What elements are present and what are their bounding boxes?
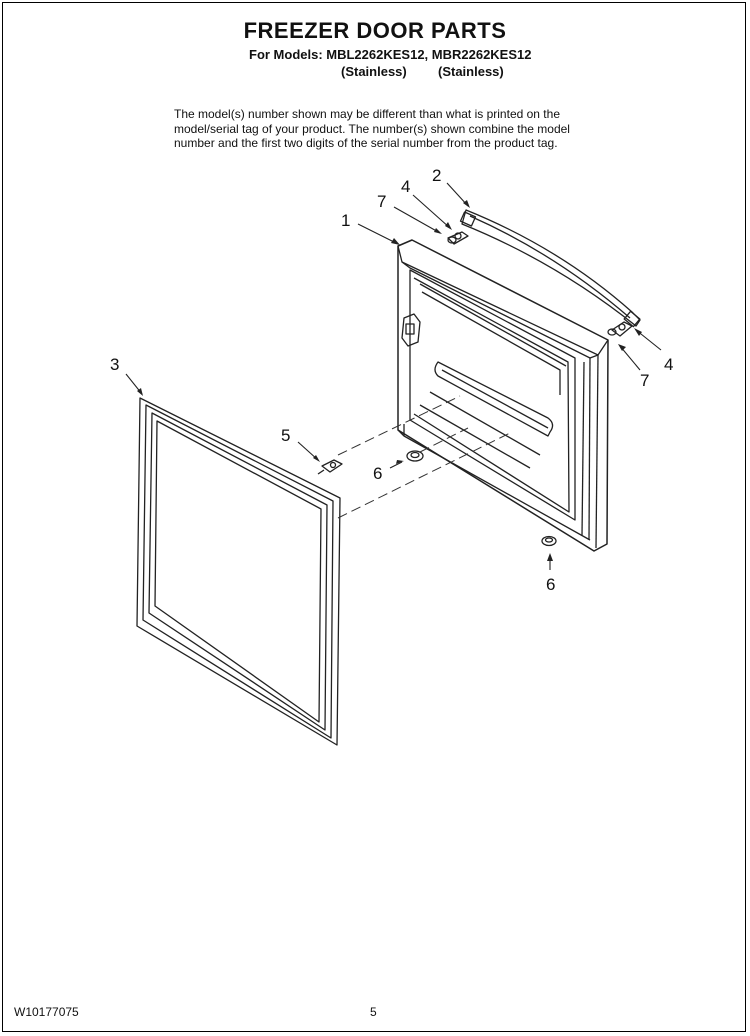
handle-screw-top xyxy=(447,231,469,245)
callout-6-plug-center: 6 xyxy=(373,464,382,483)
page-number: 5 xyxy=(370,1005,377,1019)
callout-4-screw-top: 4 xyxy=(401,177,410,196)
callout-7-spacer-right: 7 xyxy=(640,371,649,390)
callout-6-plug-bottom: 6 xyxy=(546,575,555,594)
model-numbers: For Models: MBL2262KES12, MBR2262KES12 xyxy=(249,47,532,62)
door-gasket xyxy=(136,397,341,746)
callout-4-screw-right: 4 xyxy=(664,355,673,374)
callout-1-door: 1 xyxy=(341,211,350,230)
freezer-door xyxy=(397,239,609,552)
hinge-screw xyxy=(317,459,343,475)
plug-bottom xyxy=(541,535,557,547)
handle-screw-right xyxy=(611,321,633,337)
callout-leaders xyxy=(125,182,662,570)
notice-line: The model(s) number shown may be differe… xyxy=(174,107,560,121)
plug-center xyxy=(406,450,424,462)
handle-spacer-right xyxy=(607,328,617,336)
callout-arrowheads xyxy=(137,200,642,561)
callout-2-handle: 2 xyxy=(432,166,441,185)
callout-7-spacer-top: 7 xyxy=(377,192,386,211)
handle-spacer-top xyxy=(447,236,457,244)
alignment-lines xyxy=(337,395,513,519)
model-variant-1: (Stainless) xyxy=(341,64,407,79)
callout-5-hinge-screw: 5 xyxy=(281,426,290,445)
callout-3-gasket: 3 xyxy=(110,355,119,374)
document-number: W10177075 xyxy=(14,1005,79,1019)
model-number-notice: The model(s) number shown may be differe… xyxy=(174,107,614,151)
page-title: FREEZER DOOR PARTS xyxy=(243,18,507,43)
notice-line: number and the first two digits of the s… xyxy=(174,136,558,150)
notice-line: model/serial tag of your product. The nu… xyxy=(174,121,570,136)
door-handle xyxy=(459,209,641,328)
model-variant-2: (Stainless) xyxy=(438,64,504,79)
